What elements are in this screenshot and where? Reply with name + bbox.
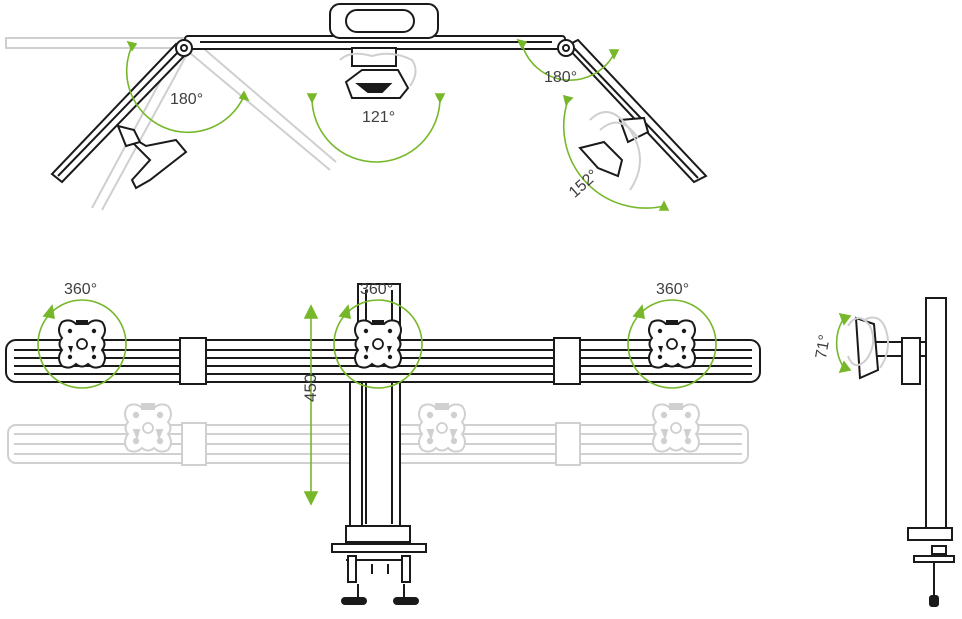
front-view: 360° 360° 360° 450 <box>5 281 761 605</box>
right-arm-top <box>557 38 708 191</box>
left-arm-angle-label: 180° <box>170 91 203 108</box>
desk-clamp-front <box>331 525 427 605</box>
right-arm-angle-label: 180° <box>544 69 577 86</box>
center-angle-label: 121° <box>362 109 395 126</box>
rotation-circles <box>37 299 717 389</box>
height-dimension <box>303 304 319 506</box>
top-view: 180° 121° 180° 152° <box>5 3 708 211</box>
center-mount-top <box>339 47 417 99</box>
left-arm-top <box>50 39 193 190</box>
side-arm <box>847 316 927 385</box>
angle-arcs-top <box>125 38 670 211</box>
side-view: 71° <box>813 297 955 607</box>
top-crossbar <box>184 3 566 50</box>
center-rotation-label: 360° <box>360 281 393 298</box>
left-rotation-label: 360° <box>64 281 97 298</box>
right-rotation-label: 360° <box>656 281 689 298</box>
right-tilt-angle-label: 152° <box>566 167 602 202</box>
side-pole <box>907 297 955 607</box>
height-label: 450 <box>301 374 320 402</box>
vesa-plate-center <box>354 319 402 369</box>
side-tilt-arc <box>835 312 852 374</box>
vesa-plate-right <box>648 319 696 369</box>
tilt-angle-label: 71° <box>813 333 834 360</box>
vesa-plate-left <box>58 319 106 369</box>
